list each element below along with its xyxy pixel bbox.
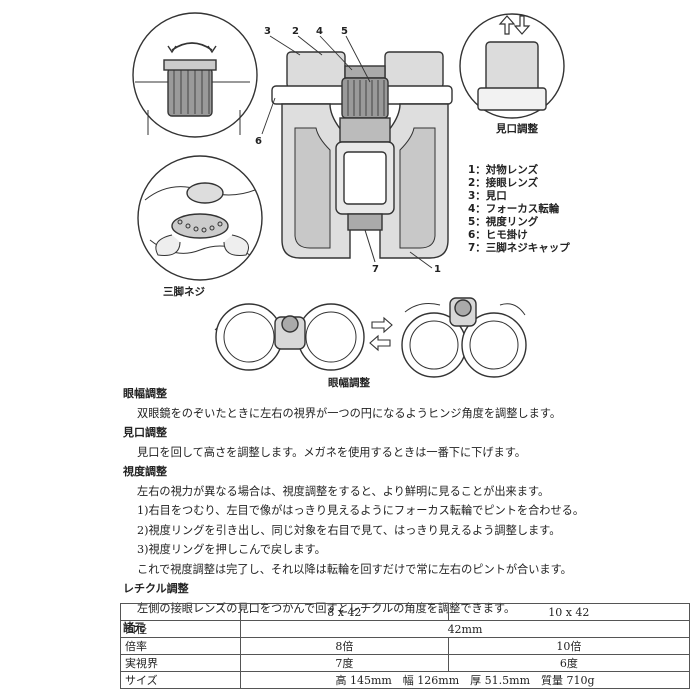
section-heading: 眼幅調整 [123, 387, 167, 400]
section-heading: レチクル調整 [123, 582, 189, 595]
callout-6: 6 [255, 136, 262, 147]
spec-value: 10倍 [447, 637, 691, 655]
parts-item: 4：フォーカス転輪 [468, 203, 560, 215]
caption-eyecup: 見口調整 [496, 123, 538, 135]
spec-label: 口径 [120, 620, 241, 638]
spec-value: 高 145mm 幅 126mm 厚 51.5mm 質量 710g [240, 671, 690, 689]
binocular-front-view [261, 35, 453, 269]
callout-2: 2 [292, 26, 299, 37]
ipd-open-view [214, 303, 365, 371]
parts-item: 1：対物レンズ [468, 164, 539, 176]
spec-corner [120, 603, 241, 621]
section-step: 3)視度リングを押しこんで戻します。 [137, 543, 326, 556]
parts-item: 3：見口 [468, 190, 507, 202]
spec-model: 8 x 42 [240, 603, 449, 621]
section-heading: 見口調整 [123, 426, 167, 439]
spec-label: 倍率 [120, 637, 241, 655]
spec-label: 実視界 [120, 654, 241, 672]
binocular-diagram [132, 12, 565, 378]
spec-value: 6度 [447, 654, 691, 672]
callout-3: 3 [264, 26, 271, 37]
section-line: 双眼鏡をのぞいたときに左右の視界が一つの円になるようヒンジ角度を調整します。 [137, 406, 562, 420]
callout-5: 5 [341, 26, 348, 37]
table-row: 倍率 8倍 10倍 [120, 637, 691, 655]
section-step: 1)右目をつむり、左目で像がはっきり見えるようにフォーカス転輪でピントを合わせる… [137, 504, 585, 517]
spec-value: 7度 [240, 654, 449, 672]
section-line: 見口を回して高さを調整します。メガネを使用するときは一番下に下げます。 [137, 445, 526, 459]
callout-7: 7 [372, 264, 379, 275]
callout-1: 1 [434, 264, 441, 275]
table-row: 口径 42mm [120, 620, 690, 638]
ipd-arrows [369, 316, 393, 352]
table-row: サイズ 高 145mm 幅 126mm 厚 51.5mm 質量 710g [120, 671, 690, 689]
caption-ipd: 眼幅調整 [328, 377, 370, 389]
spec-label: サイズ [120, 671, 241, 689]
spec-value: 42mm [240, 620, 690, 638]
caption-tripod: 三脚ネジ [163, 286, 205, 298]
spec-value: 8倍 [240, 637, 449, 655]
focus-wheel-detail [132, 12, 258, 138]
eyecup-detail [459, 13, 565, 119]
table-row: 実視界 7度 6度 [120, 654, 691, 672]
section-step: 2)視度リングを引き出し、同じ対象を右目で見て、はっきり見えるよう調整します。 [137, 523, 561, 537]
parts-item: 2：接眼レンズ [468, 177, 539, 189]
ipd-closed-view [401, 297, 527, 378]
instructions: 眼幅調整 双眼鏡をのぞいたときに左右の視界が一つの円になるようヒンジ角度を調整し… [123, 384, 693, 638]
callout-4: 4 [316, 26, 323, 37]
parts-item: 7：三脚ネジキャップ [468, 242, 570, 254]
section-line: 左右の視力が異なる場合は、視度調整をすると、より鮮明に見ることが出来ます。 [137, 484, 550, 498]
spec-model: 10 x 42 [447, 603, 691, 621]
table-row: 8 x 42 10 x 42 [120, 603, 691, 621]
parts-item: 6：ヒモ掛け [468, 229, 528, 241]
tripod-socket-detail [137, 155, 263, 281]
parts-item: 5：視度リング [468, 216, 539, 228]
spec-table: 8 x 42 10 x 42 口径 42mm 倍率 8倍 10倍 実視界 7度 … [120, 603, 691, 689]
section-line: これで視度調整は完了し、それ以降は転輪を回すだけで常に左右のピントが合います。 [137, 562, 572, 576]
parts-legend: 1：対物レンズ 2：接眼レンズ 3：見口 4：フォーカス転輪 5：視度リング 6… [468, 164, 570, 255]
section-heading: 視度調整 [123, 465, 167, 478]
